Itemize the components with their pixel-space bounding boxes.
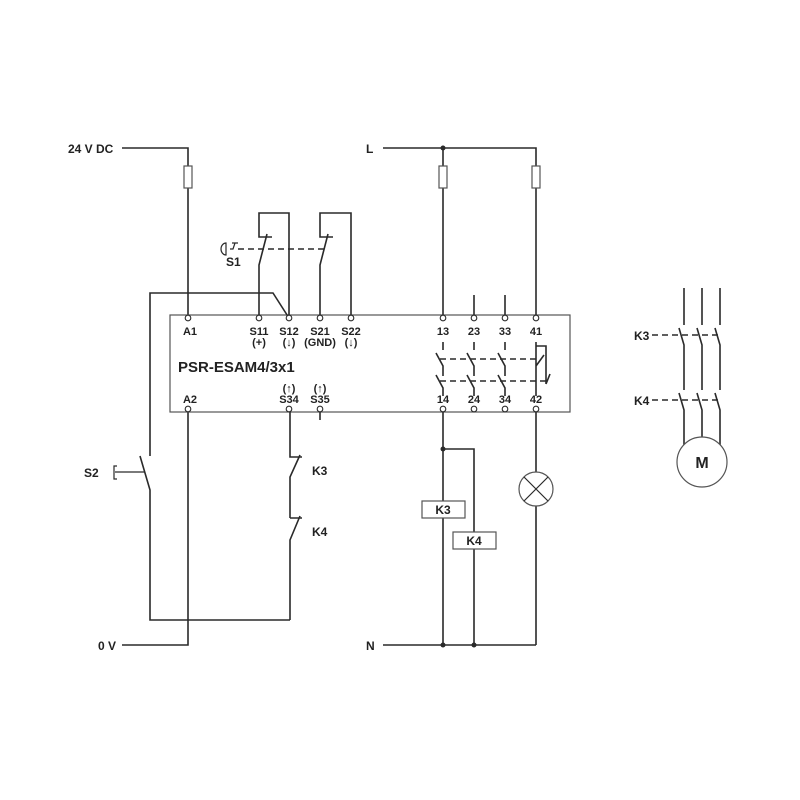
coil-k3	[421, 500, 466, 519]
motor-label: M	[695, 455, 708, 472]
neutral-label: N	[366, 639, 375, 653]
terminal-s35-sub: (↑)	[314, 383, 327, 395]
reset-label: S2	[84, 466, 99, 480]
terminal-33: 33	[499, 326, 511, 338]
estop-label: S1	[226, 255, 241, 269]
contact-stubs	[473, 295, 506, 318]
terminal-34: 34	[499, 394, 512, 406]
terminal-42: 42	[530, 394, 542, 406]
emergency-stop-icon	[220, 242, 238, 256]
motor-contact-linkage	[652, 334, 720, 401]
estop-loop-1	[258, 212, 290, 318]
coil-k4-label: K4	[466, 534, 482, 548]
terminal-s34: S34	[279, 394, 299, 406]
estop-contact-1	[258, 233, 268, 318]
line-label: L	[366, 142, 373, 156]
fuse-icon	[438, 165, 448, 189]
internal-linkage	[440, 358, 548, 382]
terminal-s12-sub: (↓)	[283, 337, 296, 349]
terminal-s21: S21	[310, 326, 330, 338]
module-name: PSR-ESAM4/3x1	[178, 359, 295, 376]
junction-dot	[440, 642, 446, 648]
terminal-a2: A2	[183, 394, 197, 406]
feedback-k4-label: K4	[312, 525, 328, 539]
output-wiring	[383, 412, 537, 646]
terminal-s22: S22	[341, 326, 361, 338]
coil-k4	[452, 531, 497, 550]
supply-24vdc-label: 24 V DC	[68, 142, 114, 156]
junction-dot	[440, 446, 446, 452]
terminal-s12: S12	[279, 326, 299, 338]
terminal-23: 23	[468, 326, 480, 338]
supply-0v-label: 0 V	[98, 639, 116, 653]
motor-k4-label: K4	[634, 394, 650, 408]
junction-dot	[471, 642, 477, 648]
fuse-icon	[183, 165, 193, 189]
terminal-s11: S11	[250, 326, 269, 338]
wire-0v	[122, 410, 189, 646]
terminal-s34-sub: (↑)	[283, 383, 296, 395]
terminal-13: 13	[437, 326, 449, 338]
pushbutton-icon	[113, 465, 145, 480]
wire-line	[383, 147, 537, 318]
bottom-terminals	[184, 405, 540, 413]
coil-k3-label: K3	[435, 503, 451, 517]
terminal-24: 24	[468, 394, 481, 406]
terminal-s22-sub: (↓)	[345, 337, 358, 349]
top-terminals	[184, 314, 540, 322]
motor-k3-label: K3	[634, 329, 650, 343]
internal-relay-contacts	[435, 342, 551, 396]
feedback-k3-label: K3	[312, 464, 328, 478]
terminal-s21-sub: (GND)	[304, 337, 336, 349]
motor-icon	[676, 436, 728, 488]
terminal-14: 14	[437, 394, 450, 406]
reset-contact	[139, 455, 290, 621]
estop-contact-2	[319, 233, 329, 318]
terminal-s35: S35	[310, 394, 330, 406]
terminal-41: 41	[530, 326, 542, 338]
wire-s12-reset	[149, 292, 290, 456]
wire-24vdc	[122, 147, 189, 318]
fuse-icon	[531, 165, 541, 189]
estop-loop-2	[319, 212, 352, 318]
terminal-a1: A1	[183, 326, 197, 338]
feedback-loop	[289, 410, 302, 620]
junction-dot	[440, 145, 446, 151]
lamp-icon	[518, 471, 554, 507]
terminal-s11-sub: (+)	[252, 337, 266, 349]
motor-power-contacts	[678, 288, 721, 447]
